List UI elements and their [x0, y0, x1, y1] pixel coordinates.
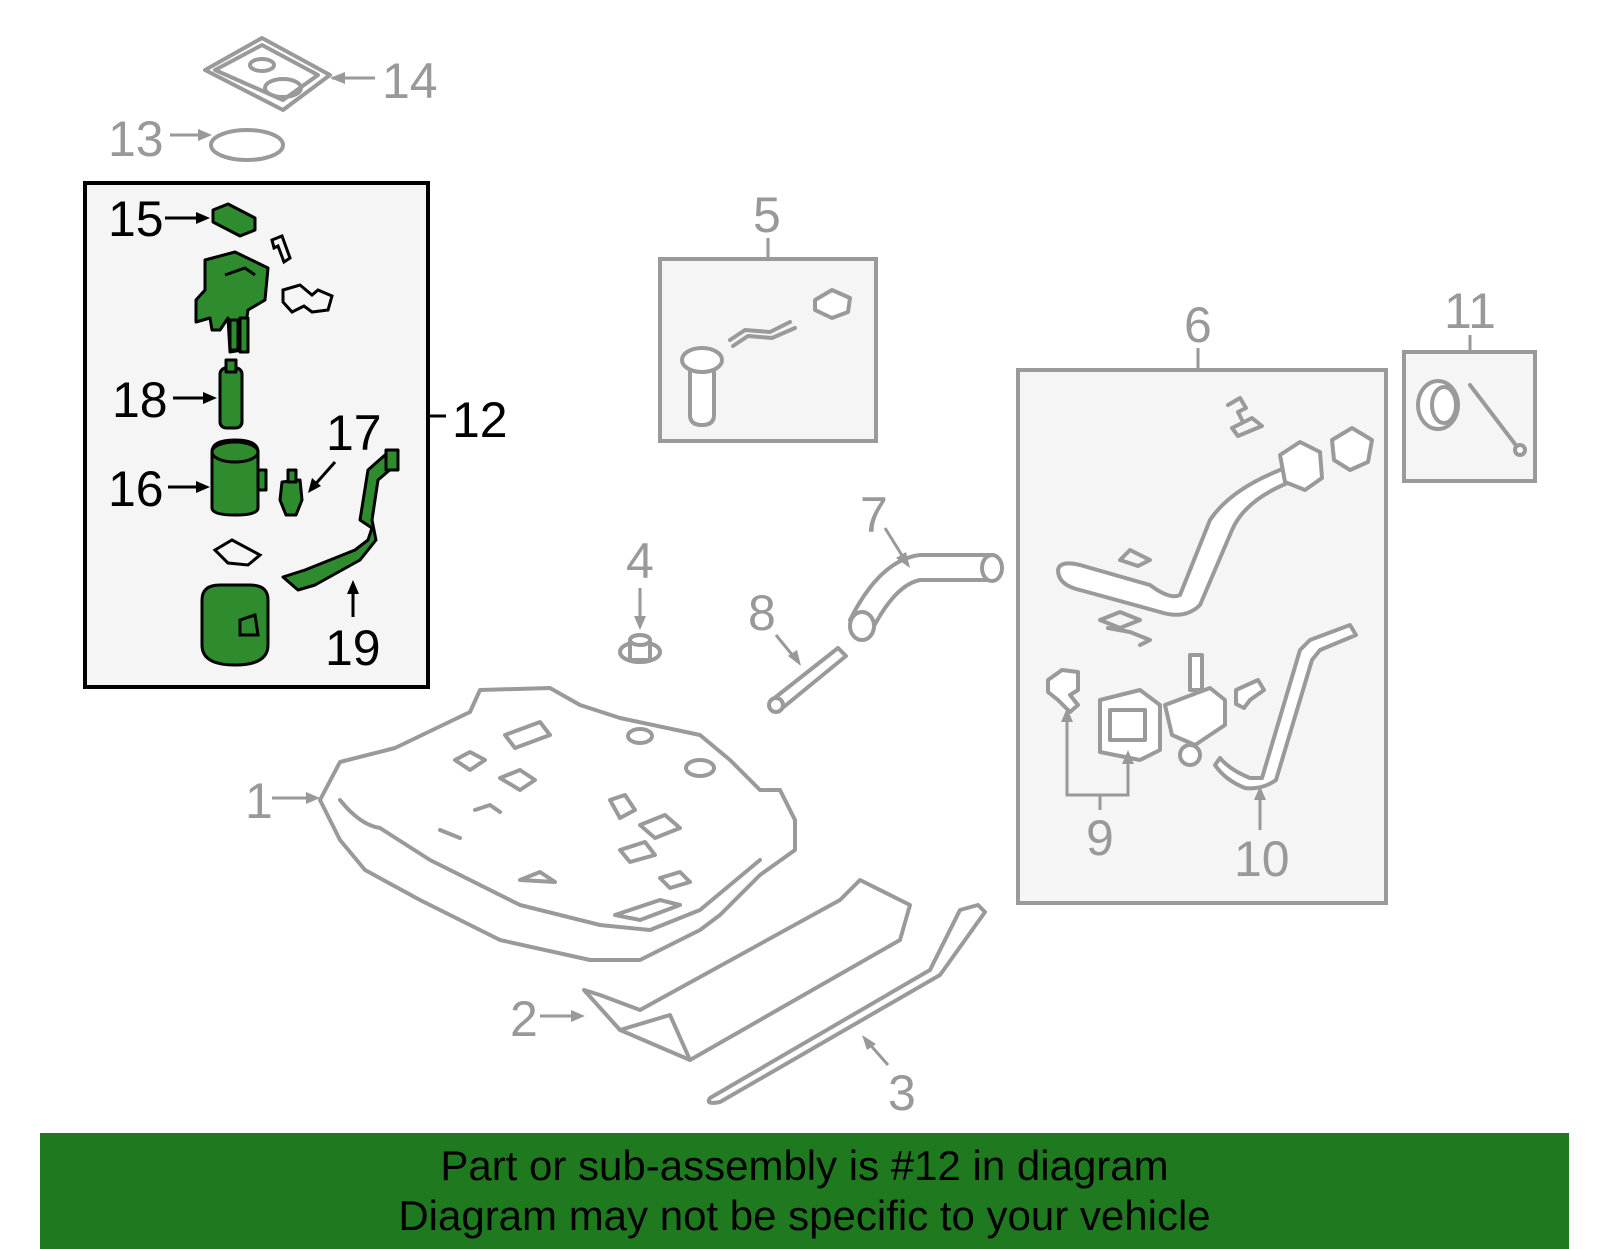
- part-seal-plate[interactable]: [212, 538, 263, 567]
- part-17-pressure-regulator[interactable]: [278, 468, 304, 517]
- part-10-breather-hose[interactable]: [1213, 623, 1358, 791]
- callout-3[interactable]: 3: [888, 1065, 916, 1121]
- part-1-fuel-tank[interactable]: [318, 686, 797, 962]
- callout-4[interactable]: 4: [626, 533, 654, 589]
- callout-5[interactable]: 5: [753, 187, 781, 243]
- callout-19[interactable]: 19: [325, 620, 381, 676]
- arrowhead-1: [306, 792, 320, 804]
- banner-line-2: Diagram may not be specific to your vehi…: [398, 1192, 1211, 1239]
- callout-2[interactable]: 2: [510, 991, 538, 1047]
- part-8-pipe[interactable]: [767, 646, 848, 714]
- leader-9: [1065, 712, 1130, 797]
- part-bracket-assembly[interactable]: [1163, 653, 1266, 767]
- callout-6[interactable]: 6: [1184, 297, 1212, 353]
- part-2-tank-shield[interactable]: [582, 878, 912, 1062]
- arrowhead-16: [196, 481, 210, 493]
- callout-8[interactable]: 8: [748, 585, 776, 641]
- part-3-tank-strap[interactable]: [706, 903, 987, 1105]
- callout-15[interactable]: 15: [108, 191, 164, 247]
- callout-11[interactable]: 11: [1444, 283, 1496, 339]
- part-7-filler-hose[interactable]: [848, 553, 1004, 642]
- part-18-fuel-pump[interactable]: [218, 358, 244, 430]
- part-4-grommet[interactable]: [618, 633, 662, 664]
- part-bracket-small[interactable]: [270, 234, 292, 265]
- part-9-brackets[interactable]: [1046, 668, 1162, 762]
- arrowhead-19: [347, 580, 359, 594]
- arrowhead-8: [788, 650, 801, 666]
- arrowhead-4: [634, 616, 646, 630]
- arrowhead-10: [1254, 786, 1266, 800]
- callout-9[interactable]: 9: [1086, 810, 1114, 866]
- banner-line-1: Part or sub-assembly is #12 in diagram: [440, 1142, 1169, 1189]
- part-19-level-sender[interactable]: [281, 448, 400, 592]
- callout-14[interactable]: 14: [382, 53, 438, 109]
- callout-17[interactable]: 17: [326, 405, 382, 461]
- arrowhead-3: [862, 1035, 876, 1050]
- part-13-gasket-ring[interactable]: [209, 128, 285, 162]
- part-connector[interactable]: [281, 283, 334, 314]
- arrowhead-2: [571, 1010, 585, 1022]
- callout-10[interactable]: 10: [1234, 831, 1290, 887]
- callout-7[interactable]: 7: [860, 487, 888, 543]
- callout-12[interactable]: 12: [452, 392, 508, 448]
- part-6-filler-neck[interactable]: [1056, 396, 1374, 647]
- arrowhead-9b: [1122, 750, 1134, 764]
- part-pump-reservoir[interactable]: [200, 583, 270, 667]
- part-11-fuel-cap[interactable]: [1416, 379, 1527, 457]
- part-15-clip[interactable]: [211, 202, 257, 238]
- arrowhead-18: [203, 392, 217, 404]
- arrowhead-17: [308, 478, 321, 493]
- callout-13[interactable]: 13: [108, 111, 164, 167]
- part-16-fuel-filter[interactable]: [210, 438, 268, 517]
- arrowhead-9a: [1061, 708, 1073, 722]
- arrowhead-14: [330, 72, 345, 84]
- arrowhead-7: [896, 552, 910, 568]
- disclaimer-banner: Part or sub-assembly is #12 in diagram D…: [40, 1133, 1569, 1249]
- callout-1[interactable]: 1: [245, 773, 273, 829]
- arrowhead-13: [198, 129, 212, 141]
- callout-16[interactable]: 16: [108, 461, 164, 517]
- callout-18[interactable]: 18: [112, 372, 168, 428]
- part-14-cover-plate[interactable]: [203, 36, 332, 112]
- part-5-evap-assembly[interactable]: [680, 288, 852, 427]
- part-pump-flange[interactable]: [194, 250, 270, 354]
- arrowhead-15: [196, 212, 210, 224]
